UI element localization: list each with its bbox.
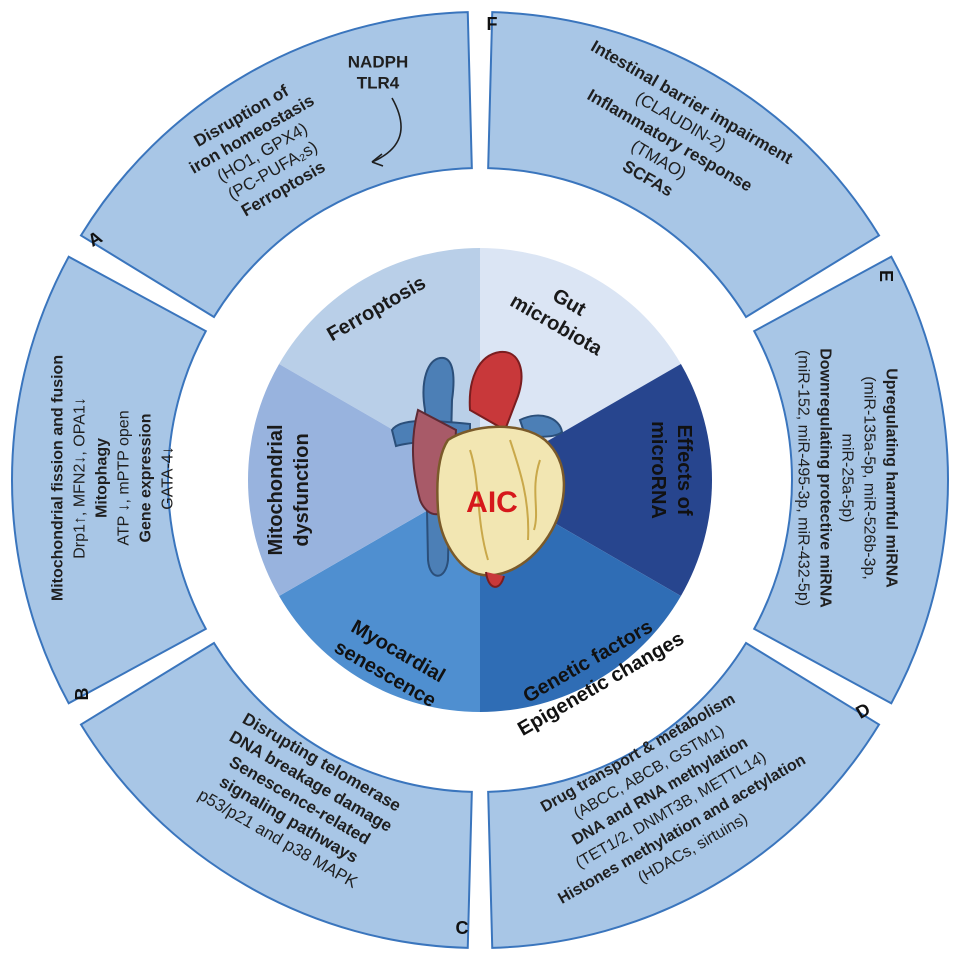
panel-a-segment	[79, 11, 473, 319]
ventricle-icon	[436, 425, 566, 577]
sector-microrna	[480, 364, 713, 596]
panel-b-text-line: ATP ↓, mPTP open	[116, 410, 133, 545]
panel-e-text-line: (miR-135a-5p, miR-526b-3p,	[860, 376, 877, 580]
inner-label-5-line: dysfunction	[291, 433, 313, 546]
panel-a-aside: NADPH TLR4	[348, 52, 408, 92]
inner-label-2-line: microRNA	[647, 421, 669, 519]
panel-e-segment	[752, 255, 950, 705]
panel-letter-f: F	[487, 14, 498, 34]
panel-b-text-line: Mitochondrial fission and fusion	[50, 355, 67, 601]
panel-a-aside-line: NADPH	[348, 52, 408, 71]
panel-e-text: Upregulating harmful miRNA (miR-135a-5p, …	[794, 348, 899, 608]
panel-b-text-line: Mitophagy	[94, 438, 111, 518]
arrow-icon	[371, 97, 402, 163]
panel-b-text-line: GATA-4↓	[160, 446, 177, 509]
inner-label-2-line: Effects of	[673, 424, 695, 515]
panel-a-aside-line: TLR4	[357, 73, 400, 92]
inner-label-5-line: Mitochondrial	[265, 424, 287, 555]
panel-f-segment	[487, 11, 881, 319]
panel-letter-c: C	[456, 918, 469, 938]
panel-b-text-line: Gene expression	[138, 414, 155, 543]
coronary-vessel-icon	[469, 439, 541, 561]
heart-illustration: AIC	[390, 350, 566, 588]
sector-mitochondrial-dysfunction	[247, 364, 480, 596]
panel-letter-b: B	[72, 688, 92, 701]
panel-letter-e: E	[876, 270, 896, 282]
arrowhead-icon	[371, 153, 384, 167]
panel-b-text-line: Drp1↑, MFN2↓, OPA1↓	[72, 397, 89, 559]
panel-e-text-line: (miR-152, miR-495-3p, miR-432-5p)	[794, 350, 811, 606]
panel-b-text: Mitochondrial fission and fusion Drp1↑, M…	[50, 355, 177, 601]
aorta-icon	[468, 350, 523, 432]
panel-c-segment	[79, 641, 473, 949]
outer-ring	[10, 11, 950, 949]
panel-b-segment	[10, 255, 208, 705]
center-label: AIC	[466, 486, 518, 519]
panel-e-text-line: miR-25a-5p)	[838, 434, 855, 523]
panel-d-segment	[487, 641, 881, 949]
lower-aorta-icon	[485, 571, 505, 588]
panel-e-text-line: Upregulating harmful miRNA	[882, 368, 899, 588]
panel-e-text-line: Downregulating protective miRNA	[816, 348, 833, 608]
